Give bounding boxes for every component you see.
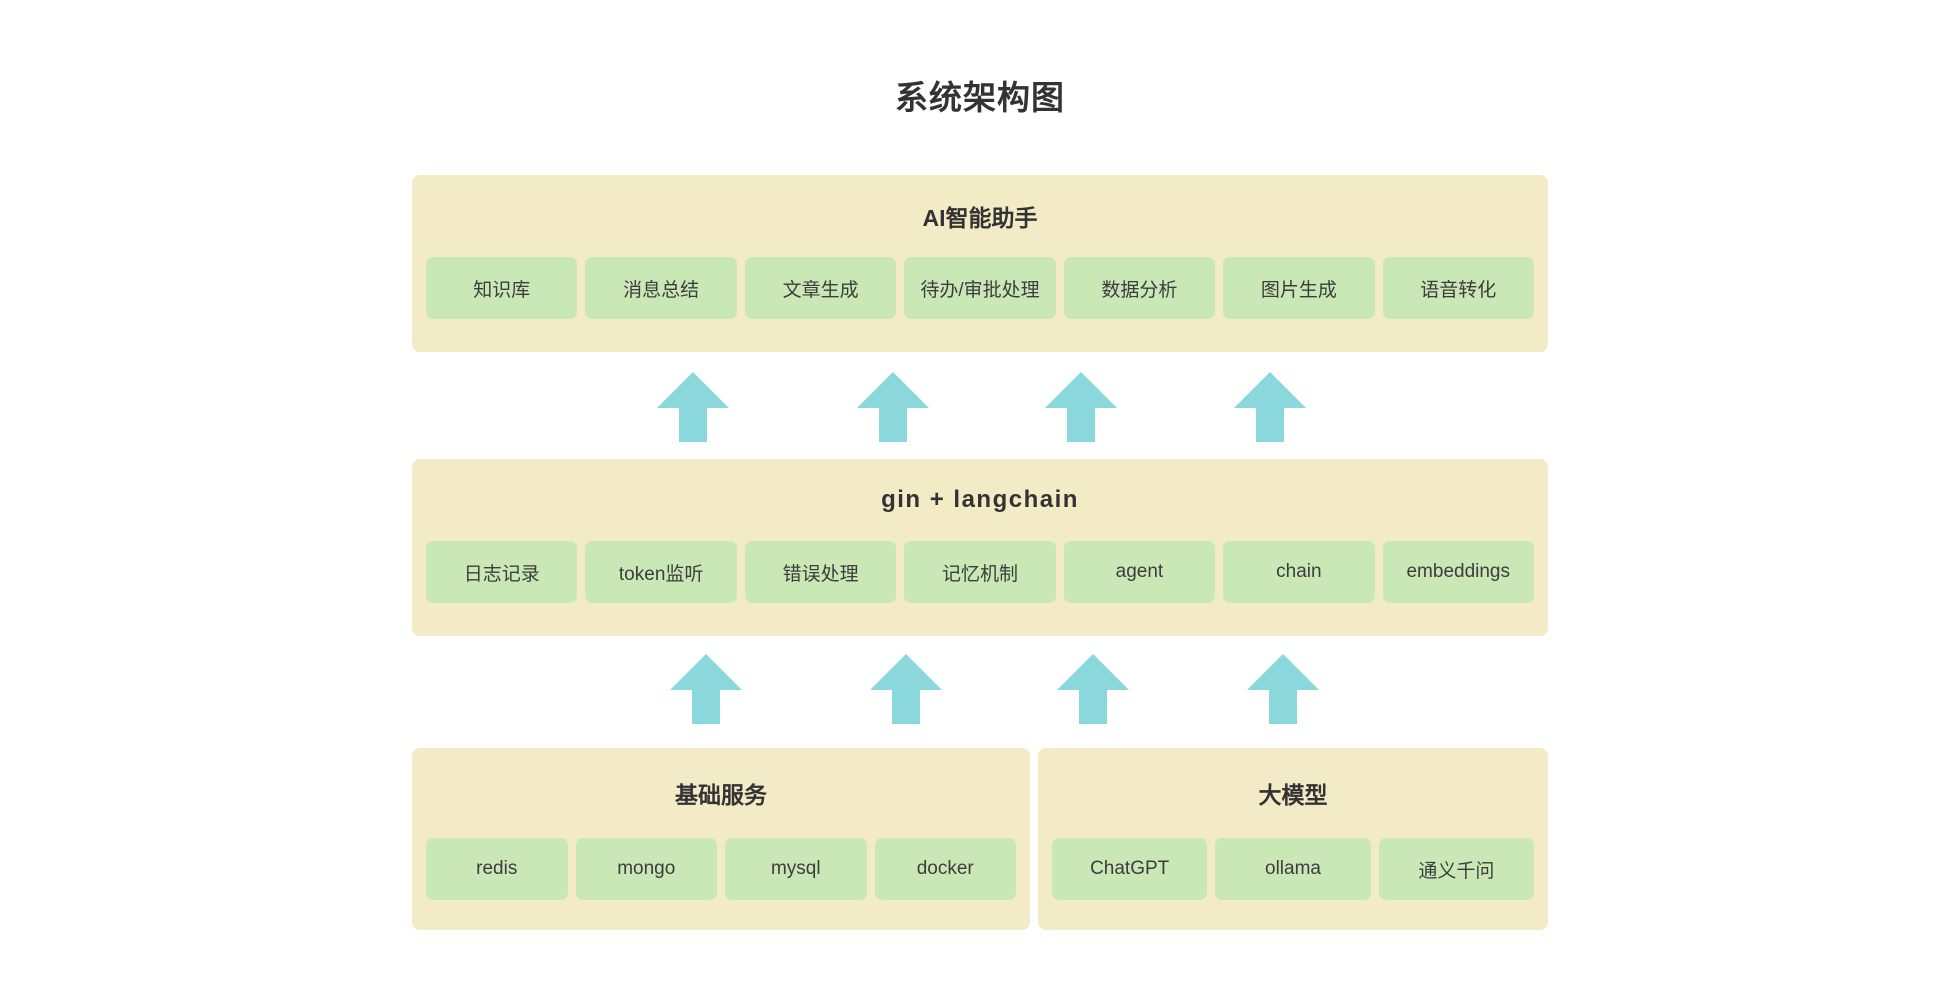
- arrow-up-icon: [1055, 652, 1131, 726]
- arrow-up-icon: [1232, 370, 1308, 444]
- page-title: 系统架构图: [895, 79, 1065, 116]
- tag-data-analysis[interactable]: 数据分析: [1063, 257, 1216, 319]
- tag-image-generate[interactable]: 图片生成: [1223, 257, 1375, 319]
- layer-title-ai-assistant: AI智能助手: [922, 205, 1038, 231]
- tag-ollama[interactable]: ollama: [1215, 838, 1371, 900]
- tag-embeddings[interactable]: embeddings: [1382, 541, 1534, 603]
- tag-row-gin-langchain: 日志记录 token监听 错误处理 记忆机制 agent chain embed…: [412, 541, 1548, 603]
- tag-tongyi[interactable]: 通义千问: [1378, 838, 1534, 900]
- arrow-up-icon: [1245, 652, 1321, 726]
- layer-title-gin-langchain: gin + langchain: [881, 486, 1079, 513]
- tag-mysql[interactable]: mysql: [725, 838, 867, 900]
- arrow-up-icon: [855, 370, 931, 444]
- tag-knowledge-base[interactable]: 知识库: [426, 257, 578, 319]
- arrow-up-icon: [668, 652, 744, 726]
- tag-logging[interactable]: 日志记录: [426, 541, 578, 603]
- tag-row-ai-assistant: 知识库 消息总结 文章生成 待办/审批处理 数据分析 图片生成 语音转化: [412, 257, 1548, 319]
- layer-panel-ai-assistant: AI智能助手 知识库 消息总结 文章生成 待办/审批处理 数据分析 图片生成 语…: [412, 175, 1548, 352]
- tag-docker[interactable]: docker: [874, 838, 1016, 900]
- tag-message-summary[interactable]: 消息总结: [585, 257, 737, 319]
- layer-panel-gin-langchain: gin + langchain 日志记录 token监听 错误处理 记忆机制 a…: [412, 459, 1548, 636]
- arrow-up-icon: [655, 370, 731, 444]
- tag-article-generate[interactable]: 文章生成: [744, 257, 897, 319]
- layer-panel-basic-services: 基础服务 redis mongo mysql docker: [412, 748, 1030, 930]
- tag-voice-convert[interactable]: 语音转化: [1382, 257, 1534, 319]
- tag-error-handling[interactable]: 错误处理: [744, 541, 897, 603]
- tag-row-basic-services: redis mongo mysql docker: [412, 838, 1030, 900]
- tag-chatgpt[interactable]: ChatGPT: [1052, 838, 1208, 900]
- tag-row-large-models: ChatGPT ollama 通义千问: [1038, 838, 1548, 900]
- arrow-up-icon: [1043, 370, 1119, 444]
- layer-title-large-models: 大模型: [1258, 782, 1328, 808]
- tag-todo-approval[interactable]: 待办/审批处理: [904, 257, 1056, 319]
- layer-panel-large-models: 大模型 ChatGPT ollama 通义千问: [1038, 748, 1548, 930]
- tag-token-monitor[interactable]: token监听: [585, 541, 737, 603]
- arrow-row-lower: [0, 652, 1960, 732]
- tag-redis[interactable]: redis: [426, 838, 568, 900]
- tag-chain[interactable]: chain: [1223, 541, 1375, 603]
- tag-mongo[interactable]: mongo: [575, 838, 717, 900]
- arrow-row-upper: [0, 370, 1960, 450]
- arrow-up-icon: [868, 652, 944, 726]
- layer-title-basic-services: 基础服务: [675, 782, 767, 808]
- tag-agent[interactable]: agent: [1063, 541, 1216, 603]
- tag-memory[interactable]: 记忆机制: [904, 541, 1056, 603]
